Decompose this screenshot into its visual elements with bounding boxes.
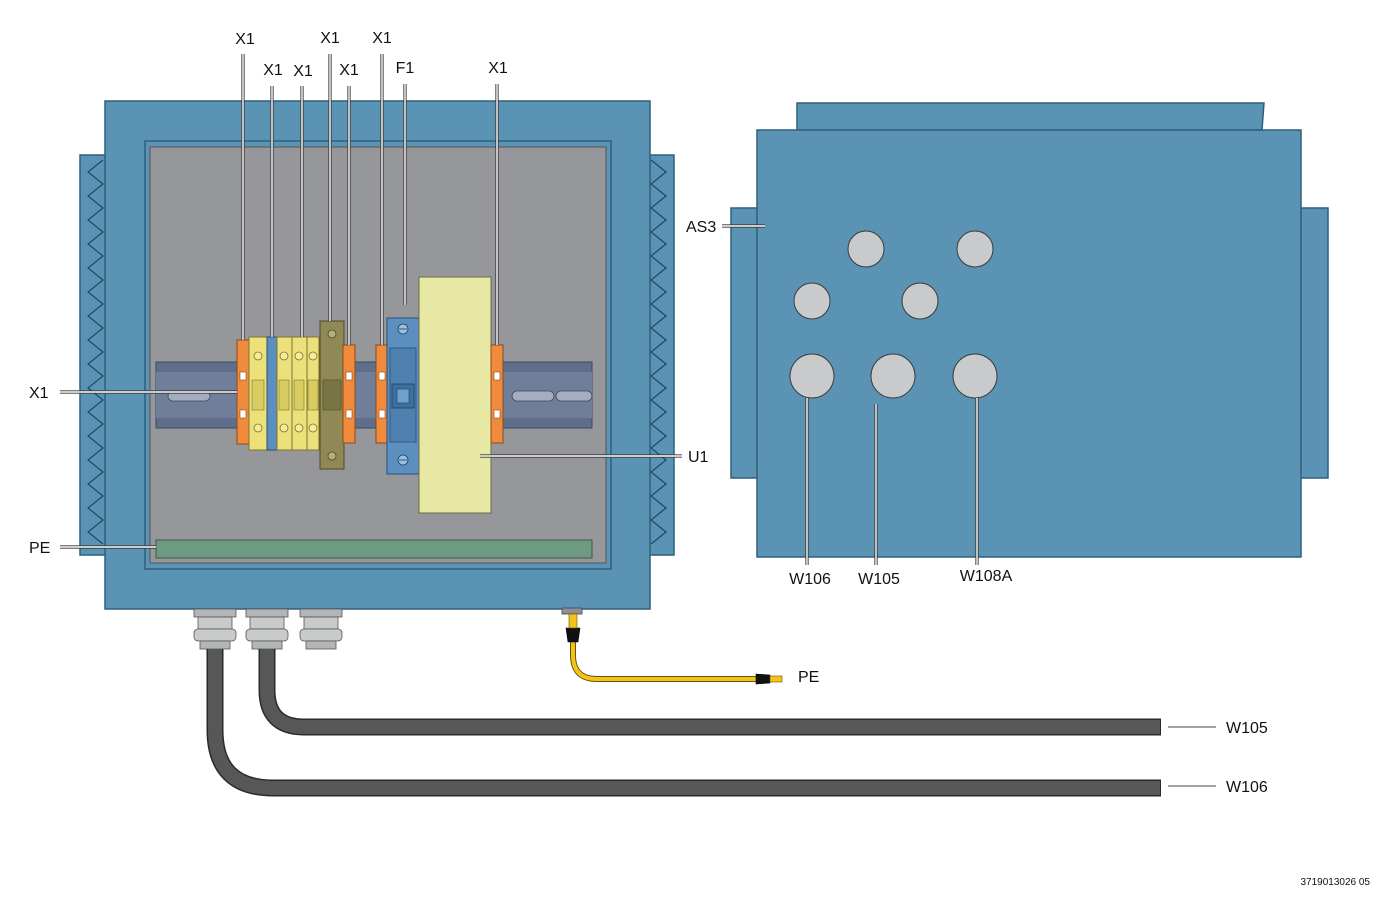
label-w105-hole: W105: [858, 571, 900, 588]
right-seal-zigzag: [650, 159, 667, 545]
pe-busbar: [155, 539, 593, 559]
terminal-end-clamp: [236, 339, 250, 445]
terminal-end-clamp: [342, 344, 356, 444]
cable-glands: [193, 608, 343, 650]
din-rail: [155, 361, 593, 429]
din-rail-slot: [511, 390, 555, 402]
drawing-number: 3719013026 05: [1300, 877, 1370, 888]
pe-wire-ferrule-top: [565, 627, 581, 643]
label-x1-rail: X1: [29, 385, 49, 402]
pe-wire: [571, 640, 758, 681]
terminal-blocks-x1: [236, 320, 356, 470]
pe-wire-ferrule-end: [755, 673, 771, 685]
label-f1: F1: [396, 60, 415, 77]
label-w108a-hole: W108A: [960, 568, 1013, 585]
fuse-holder-f1: [375, 317, 420, 475]
terminal-end-clamp: [375, 344, 388, 444]
cable-gland: [245, 608, 289, 650]
open-enclosure: [79, 100, 675, 615]
cable-entry-hole: [793, 282, 831, 320]
din-rail-slot: [555, 390, 593, 402]
cable-gland: [299, 608, 343, 650]
terminal-right-x1: [490, 344, 504, 444]
left-seal-zigzag: [87, 159, 104, 545]
cable-w106: [208, 649, 1160, 795]
label-x1: X1: [235, 31, 255, 48]
cable-entry-hole-w105: [870, 353, 916, 399]
leader-lines: [60, 54, 1216, 787]
cable-entry-hole: [901, 282, 939, 320]
enclosure-left-flange: [730, 207, 760, 479]
label-w105-cable: W105: [1226, 720, 1268, 737]
label-as3: AS3: [686, 219, 716, 236]
label-x1: X1: [263, 62, 283, 79]
label-x1: X1: [339, 62, 359, 79]
enclosure-bottom-panel: [756, 129, 1302, 558]
label-x1: X1: [372, 30, 392, 47]
terminal-blue: [266, 336, 278, 451]
label-w106-hole: W106: [789, 571, 831, 588]
cable-entry-hole: [956, 230, 994, 268]
ground-stud: [561, 607, 583, 615]
cable-entry-hole-w108a: [952, 353, 998, 399]
cable-w105: [260, 649, 1160, 734]
cable-entry-hole: [847, 230, 885, 268]
label-u1: U1: [688, 449, 709, 466]
cable-gland: [193, 608, 237, 650]
cable-w105-outline: [258, 649, 1161, 736]
pe-wire-outline: [570, 640, 758, 682]
label-pe-wire: PE: [798, 669, 819, 686]
label-x1: X1: [488, 60, 508, 77]
cable-entry-hole-w106: [789, 353, 835, 399]
label-pe-bar: PE: [29, 540, 50, 557]
enclosure-lid-edge: [796, 102, 1265, 131]
enclosure-right-flange: [1299, 207, 1329, 479]
label-x1: X1: [320, 30, 340, 47]
transformer-u1: [418, 276, 492, 514]
labels: X1 X1 X1 X1 X1 X1 F1 X1 X1 PE U1 AS3 W10…: [29, 30, 1370, 888]
enclosure-bottom-view: [730, 102, 1329, 558]
label-x1: X1: [293, 63, 313, 80]
label-w106-cable: W106: [1226, 779, 1268, 796]
